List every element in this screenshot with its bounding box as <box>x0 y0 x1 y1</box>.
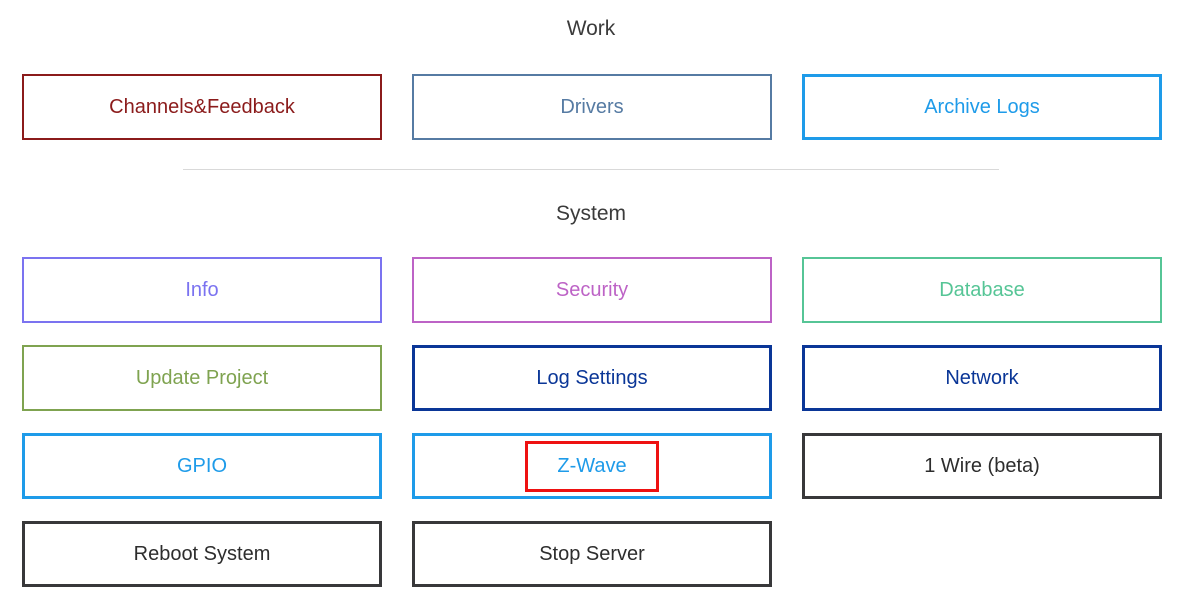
section-title-system: System <box>555 202 626 225</box>
network-button[interactable]: Network <box>802 345 1162 411</box>
drivers-button[interactable]: Drivers <box>412 74 772 140</box>
work-button-grid: Channels&Feedback Drivers Archive Logs <box>0 74 1182 140</box>
section-title-work: Work <box>566 17 616 40</box>
database-button[interactable]: Database <box>802 257 1162 323</box>
reboot-system-button[interactable]: Reboot System <box>22 521 382 587</box>
archive-logs-button[interactable]: Archive Logs <box>802 74 1162 140</box>
section-divider <box>183 169 999 170</box>
security-button[interactable]: Security <box>412 257 772 323</box>
click-target-annotation: Z-Wave <box>525 440 659 492</box>
channels-feedback-button[interactable]: Channels&Feedback <box>22 74 382 140</box>
log-settings-button[interactable]: Log Settings <box>412 345 772 411</box>
z-wave-button-label: Z-Wave <box>557 454 627 477</box>
z-wave-button[interactable]: Z-Wave <box>412 433 772 499</box>
update-project-button[interactable]: Update Project <box>22 345 382 411</box>
one-wire-button[interactable]: 1 Wire (beta) <box>802 433 1162 499</box>
system-button-grid: Info Security Database Update Project Lo… <box>0 257 1182 587</box>
gpio-button[interactable]: GPIO <box>22 433 382 499</box>
stop-server-button[interactable]: Stop Server <box>412 521 772 587</box>
info-button[interactable]: Info <box>22 257 382 323</box>
